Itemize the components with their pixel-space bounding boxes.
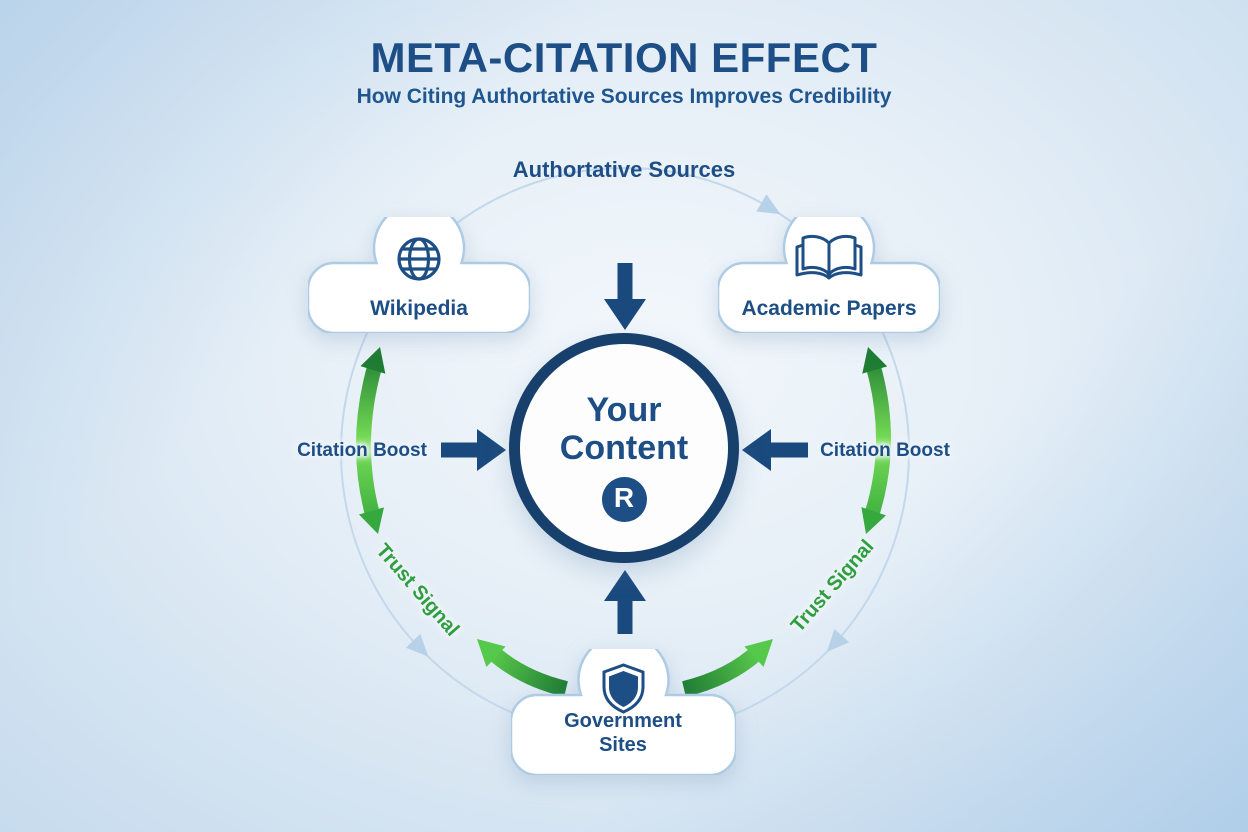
trust-arc-right-head-up — [862, 347, 888, 374]
trust-arc-left — [355, 347, 386, 534]
trust-arrow-bottom-right — [682, 639, 773, 697]
your-content-node: Your Content R — [509, 333, 739, 563]
trust-arrow-bottom-left — [477, 639, 568, 697]
trust-arc-right-head-down — [861, 507, 887, 534]
arrow-left-in — [441, 429, 506, 471]
cycle-arrowhead-top-right — [756, 194, 781, 215]
open-book-icon — [795, 234, 863, 280]
trust-arc-left-head-up — [360, 347, 386, 374]
academic-papers-box — [718, 217, 940, 333]
page-subtitle: How Citing Authortative Sources Improves… — [356, 85, 892, 108]
arrow-right-in — [742, 429, 808, 471]
government-sites-label: Government Sites — [564, 710, 682, 757]
arrow-top-in — [604, 263, 646, 330]
globe-icon — [397, 237, 441, 281]
your-content-label: Your Content — [559, 391, 689, 467]
authoritative-sources-label: Authortative Sources — [512, 157, 736, 182]
cycle-arrowhead-bottom-right — [826, 628, 850, 652]
wikipedia-box — [308, 217, 530, 333]
academic-papers-label: Academic Papers — [741, 297, 917, 320]
citation-boost-left-label: Citation Boost — [297, 440, 427, 461]
trust-arc-left-head-down — [358, 507, 384, 534]
trust-arc-right — [861, 347, 892, 534]
brand-letter: R — [613, 482, 635, 514]
cycle-arrowhead-bottom-left — [405, 633, 429, 657]
arrow-bottom-in — [604, 570, 646, 634]
shield-icon — [602, 663, 645, 714]
government-sites-box — [511, 649, 736, 775]
wikipedia-label: Wikipedia — [370, 297, 468, 320]
citation-boost-right-label: Citation Boost — [820, 440, 950, 461]
page-title: META-CITATION EFFECT — [370, 34, 878, 81]
brand-r-logo-icon: R — [601, 476, 647, 522]
